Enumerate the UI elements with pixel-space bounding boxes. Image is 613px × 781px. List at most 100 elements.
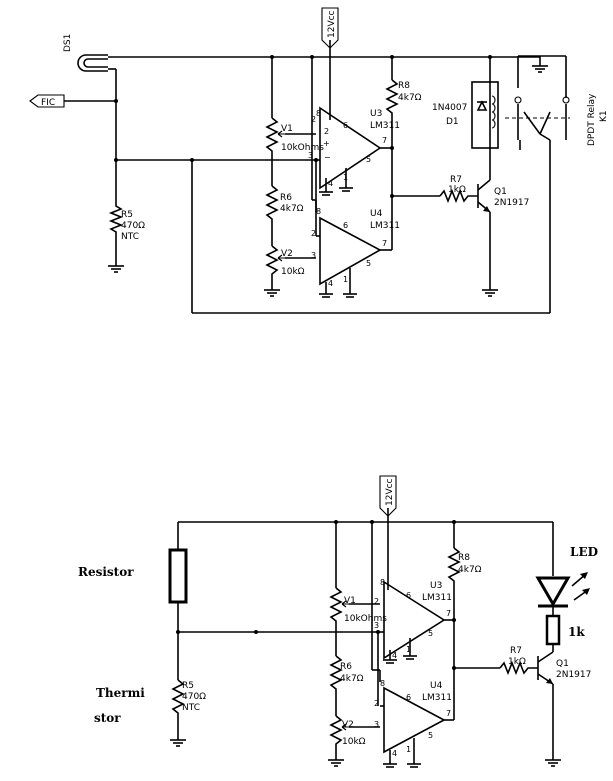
pin-label: 4 <box>392 749 397 758</box>
r5-resistor-symbol <box>108 200 124 266</box>
v2-label: V2 <box>342 720 354 730</box>
plus-sign: + <box>323 139 330 148</box>
r8-label: R8 <box>398 81 410 91</box>
v1-potentiometer <box>265 117 279 186</box>
junction <box>254 630 258 634</box>
vcc-label: 12Vcc <box>327 10 337 38</box>
v2-label: V2 <box>281 249 293 259</box>
pin-label: 3 <box>308 151 313 160</box>
thermistor-label: Thermi <box>96 686 145 700</box>
r6-resistor-symbol <box>265 185 279 246</box>
v2-wiper <box>277 254 285 262</box>
ground-symbol <box>407 763 421 768</box>
ground-symbol <box>343 293 357 298</box>
r8-value: 4k7Ω <box>398 93 422 103</box>
ds1-lamp-symbol <box>77 54 108 72</box>
pin-label: 8 <box>380 679 385 688</box>
relay-label: DPDT Relay <box>587 93 597 146</box>
pin-label: 6 <box>343 221 348 230</box>
junction <box>390 146 394 150</box>
junction <box>370 520 374 524</box>
led-light-arrows-icon <box>571 572 590 601</box>
ground-symbol <box>264 289 280 297</box>
r5-value: 470Ω <box>121 221 145 231</box>
led-resistor-label: 1k <box>568 625 585 639</box>
r8-value: 4k7Ω <box>458 565 482 575</box>
dpdt-relay-symbol <box>505 55 570 150</box>
ground-symbol <box>339 187 353 192</box>
vcc-flag <box>321 7 339 49</box>
relay-coil-symbol <box>491 95 496 129</box>
resistor-label: Resistor <box>78 565 134 579</box>
ground-symbol <box>403 655 417 660</box>
junction <box>314 158 318 162</box>
pin-label: 5 <box>428 629 433 638</box>
vcc-label: 12Vcc <box>385 478 395 506</box>
u4-comparator-symbol <box>383 686 446 754</box>
v2-value: 10kΩ <box>281 267 305 277</box>
pin-label: 5 <box>428 731 433 740</box>
thermistor-label-line2: stor <box>94 711 121 725</box>
u4-comparator-symbol <box>319 216 382 286</box>
v1-wiper <box>277 130 285 138</box>
pin-label: 5 <box>366 259 371 268</box>
r6-label: R6 <box>340 662 352 672</box>
r6-value: 4k7Ω <box>280 204 304 214</box>
ground-symbol <box>545 759 561 767</box>
u3-comparator-symbol <box>319 106 382 190</box>
r8-resistor-symbol <box>385 79 399 250</box>
ground-symbol <box>482 289 498 297</box>
r5-type: NTC <box>121 232 139 242</box>
r7-resistor-symbol <box>439 188 478 204</box>
pin-label: 2 <box>374 597 379 606</box>
u4-part: LM311 <box>370 221 400 231</box>
u4-part: LM311 <box>422 693 452 703</box>
r7-value: 1kΩ <box>448 185 466 195</box>
r5-label: R5 <box>121 210 133 220</box>
junction <box>452 618 456 622</box>
v1-value: 10kOhms <box>281 143 324 153</box>
relay-coil-box <box>471 81 499 149</box>
junction <box>452 520 456 524</box>
fic-label: FIC <box>41 98 55 108</box>
v2-potentiometer <box>265 245 279 290</box>
q1-part: 2N1917 <box>556 670 591 680</box>
pin-label: 7 <box>382 136 387 145</box>
pin-label: 3 <box>311 251 316 260</box>
pin-label: 1 <box>406 745 411 754</box>
v2-wiper <box>341 723 349 731</box>
resistor-box-symbol <box>168 548 188 604</box>
r6-label: R6 <box>280 193 292 203</box>
q1-label: Q1 <box>556 659 569 669</box>
v2-potentiometer <box>329 715 343 760</box>
ground-symbol <box>383 763 397 768</box>
pin-label: 6 <box>343 121 348 130</box>
pin-label: 6 <box>406 591 411 600</box>
v1-label: V1 <box>281 124 293 134</box>
q1-transistor-symbol <box>477 179 491 213</box>
v1-label: V1 <box>344 596 356 606</box>
ground-symbol <box>170 739 186 747</box>
v2-value: 10kΩ <box>342 737 366 747</box>
ground-symbol <box>108 265 124 273</box>
pin-label: 8 <box>380 578 385 587</box>
ground-symbol <box>319 191 333 196</box>
junction <box>488 55 492 59</box>
pin-label: 7 <box>446 709 451 718</box>
r5-type: NTC <box>182 703 200 713</box>
u3-label: U3 <box>430 581 442 591</box>
ground-symbol <box>319 293 333 298</box>
r7-label: R7 <box>510 646 522 656</box>
junction <box>114 158 118 162</box>
u3-part: LM311 <box>422 593 452 603</box>
pin-label: 4 <box>328 279 333 288</box>
fic-flag <box>29 94 65 108</box>
pin-label: 5 <box>366 155 371 164</box>
bottom-schematic: 12Vcc Resistor R5 470Ω NTC Thermi stor V… <box>78 475 598 768</box>
r7-value: 1kΩ <box>508 657 526 667</box>
led-symbol <box>535 576 571 608</box>
pin-label: 2 <box>311 229 316 238</box>
led-resistor-symbol <box>545 614 561 646</box>
q1-transistor-symbol <box>537 651 554 685</box>
pin-label: 3 <box>374 720 379 729</box>
